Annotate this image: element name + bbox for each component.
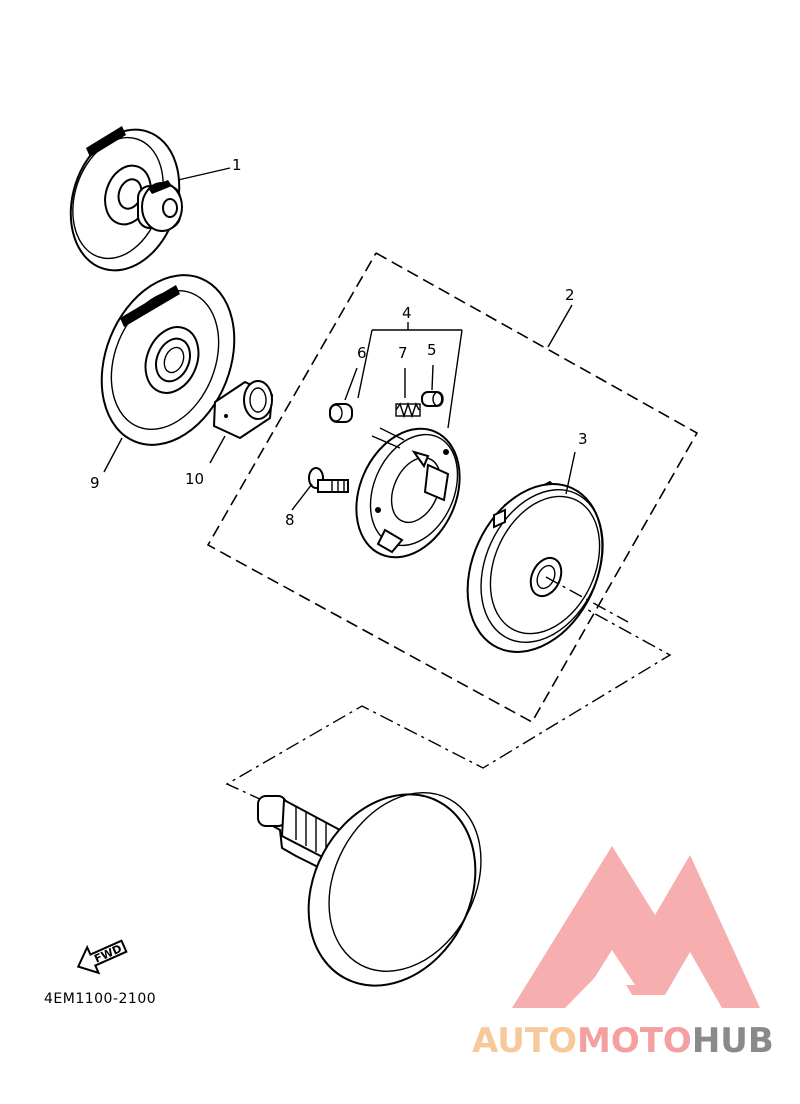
callout-9: 9 <box>90 474 100 492</box>
leader-line-8 <box>291 483 313 511</box>
fwd-direction-arrow: FWD <box>76 939 128 975</box>
part-8-screw <box>291 467 349 511</box>
leader-line-3 <box>565 451 576 495</box>
alignment-line-1 <box>225 587 672 801</box>
watermark-text-auto: AUTO <box>472 1021 577 1061</box>
watermark-text-hub: HUB <box>692 1021 774 1061</box>
callout-6: 6 <box>357 344 367 362</box>
callout-5: 5 <box>427 341 437 359</box>
part-9-clutch-plate <box>100 274 236 473</box>
part-6-roller <box>329 367 358 423</box>
fwd-label: FWD <box>92 942 124 966</box>
callout-8: 8 <box>285 511 295 529</box>
callout-7: 7 <box>398 344 408 362</box>
part-7-spring <box>395 368 421 419</box>
part-5-plunger <box>421 364 444 407</box>
leader-line-1 <box>177 167 231 181</box>
watermark-logo-mark <box>512 846 760 1008</box>
assembly-boundary-dashed <box>206 252 699 724</box>
callout-4: 4 <box>402 304 412 322</box>
part-4-group-bracket <box>357 322 463 429</box>
part-crankshaft-flywheel <box>257 792 482 987</box>
callout-2: 2 <box>565 286 575 304</box>
watermark-logo: AUTOMOTOHUB <box>472 846 774 1061</box>
leader-line-9 <box>103 437 123 473</box>
part-3-clutch-housing <box>466 451 629 653</box>
svg-text:AUTOMOTOHUB: AUTOMOTOHUB <box>472 1021 774 1061</box>
part-1-drive-gear <box>69 126 231 272</box>
watermark-text-moto: MOTO <box>577 1021 692 1061</box>
leader-line-10 <box>209 435 226 464</box>
diagram-code: 4EM1100-2100 <box>44 991 156 1007</box>
callout-3: 3 <box>578 430 588 448</box>
part-10-collar <box>209 380 274 464</box>
callout-1: 1 <box>232 156 242 174</box>
part-one-way-clutch-plate <box>355 427 461 559</box>
callout-10: 10 <box>185 470 204 488</box>
leader-line-2 <box>547 304 573 348</box>
